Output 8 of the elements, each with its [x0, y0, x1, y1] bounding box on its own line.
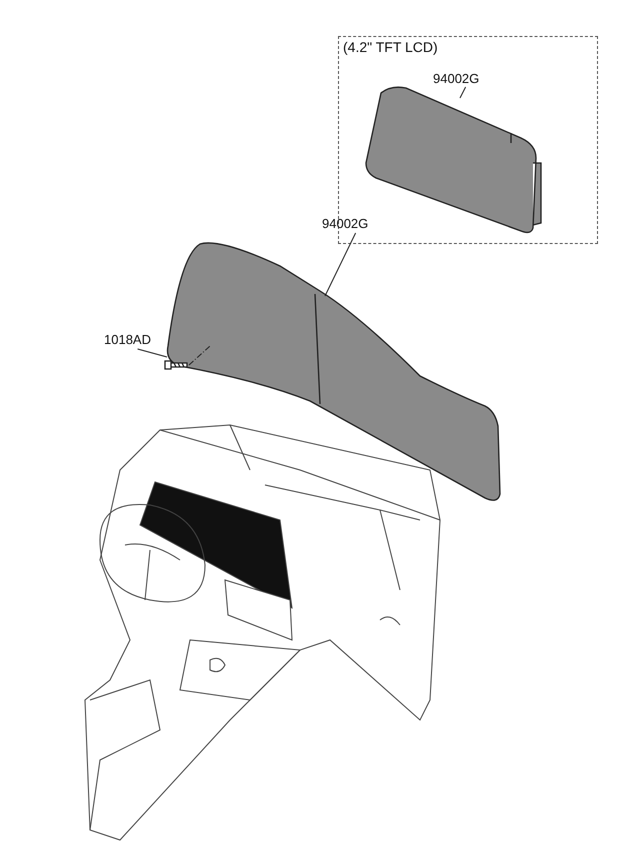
assembly-line	[188, 346, 210, 366]
part-number: 94002G	[433, 71, 480, 86]
leader-line	[137, 348, 168, 358]
part-number: 1018AD	[104, 332, 152, 347]
leader-line	[460, 86, 466, 98]
inset-title: (4.2" TFT LCD)	[343, 39, 438, 55]
part-number: 94002G	[322, 216, 370, 231]
leader-line	[324, 232, 356, 296]
